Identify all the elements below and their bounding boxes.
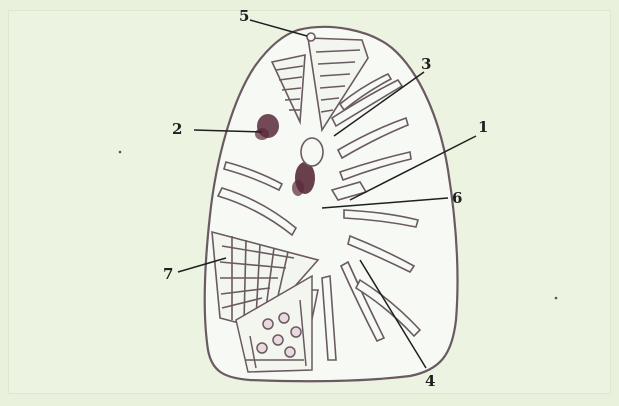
speck [555, 297, 558, 300]
label-7: 7 [163, 265, 173, 283]
leader-line-5 [250, 20, 307, 36]
label-6: 6 [452, 189, 462, 207]
speck [119, 151, 122, 154]
label-2: 2 [172, 120, 182, 138]
label-1: 1 [478, 118, 488, 136]
oval-body [301, 138, 323, 166]
pore-5 [307, 33, 315, 41]
label-3: 3 [421, 55, 431, 73]
label-4: 4 [425, 372, 435, 390]
label-5: 5 [239, 7, 249, 25]
